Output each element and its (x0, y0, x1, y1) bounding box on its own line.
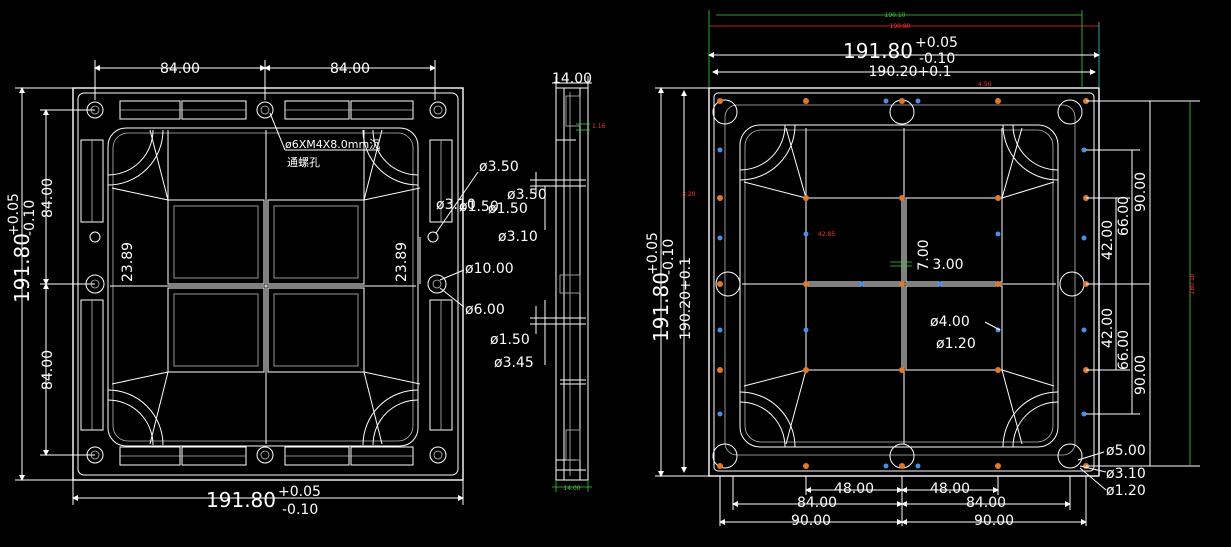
front-top-dimension: 84.00 84.00 (94, 60, 436, 100)
back-right-dim-6: 90.00 (1133, 355, 1149, 395)
back-corner-label-1: ø5.00 (1106, 443, 1146, 459)
back-right-dimensions: 90.00 66.00 42.00 42.00 66.00 90.00 180.… (1086, 100, 1200, 467)
front-hole-label-1: ø3.50 (479, 159, 519, 175)
front-hole-pitch-labels: 23.89 23.89 (107, 237, 421, 284)
back-bottom-dim-48-right: 48.00 (930, 481, 970, 497)
front-left-dim-tol-lower: -0.10 (22, 200, 38, 236)
screw-note-text: ø6XM4X8.0mm沉 (285, 138, 380, 151)
front-left-dim-base: 191.80 (10, 233, 34, 303)
front-hole-labels: ø3.50 ø10.00 ø6.00 (435, 159, 519, 318)
back-bottom-dim-90-left: 90.00 (791, 513, 831, 529)
back-right-dim-5: 66.00 (1116, 330, 1132, 370)
back-red-label-3: 42.85 (818, 231, 835, 238)
back-corner-label-2: ø3.10 (1106, 466, 1146, 482)
front-top-dim-left: 84.00 (160, 61, 200, 77)
back-top-green-dim: 190.10 (885, 12, 906, 19)
side-view: 14.00 14.00 1.16 ø1.50 ø3.10 ø1.50 ø3.45 (488, 71, 606, 492)
back-center-label-1: 7.00 (916, 239, 932, 270)
back-center-label-4: ø1.20 (936, 336, 976, 352)
front-side-slots (80, 139, 453, 431)
back-left-dimensions: 191.80 +0.05 -0.10 190.20+0.1 (645, 87, 709, 477)
front-hole-label-3: ø3.10 (436, 197, 476, 213)
back-top-red-dim: 190.80 (890, 23, 911, 30)
back-left-dim-base: 191.80 (649, 272, 673, 342)
back-small-red-labels: 4.50 3.20 42.85 (682, 81, 992, 238)
side-profile (555, 87, 589, 481)
front-left-seg-top: 84.00 (40, 178, 56, 218)
back-left-dim-tol-upper: +0.05 (645, 232, 661, 275)
side-label-1: ø3.50 (507, 187, 547, 203)
back-top-dim-tol-lower: -0.10 (919, 51, 955, 67)
back-right-dim-4: 42.00 (1100, 308, 1116, 348)
back-top-dim2: 190.20+0.1 (869, 64, 952, 80)
back-bottom-dim-84-left: 84.00 (797, 495, 837, 511)
front-left-seg-bottom: 84.00 (40, 350, 56, 390)
front-top-slots (119, 100, 414, 466)
back-left-dim-tol-lower: -0.10 (661, 239, 677, 275)
side-red-label: 1.16 (592, 123, 606, 130)
side-top-dim: 14.00 (552, 71, 592, 87)
front-hole-label-2: ø1.50 (459, 199, 499, 215)
front-pitch-right: 23.89 (394, 242, 410, 282)
back-top-dim-tol-upper: +0.05 (915, 35, 958, 51)
front-bottom-dim-base: 191.80 (206, 488, 276, 512)
front-center-grid (110, 129, 421, 445)
back-bottom-dim-48-left: 48.00 (834, 481, 874, 497)
back-left-dim2: 190.20+0.1 (678, 257, 694, 340)
back-top-dim-base: 191.80 (843, 39, 913, 63)
back-corner-labels: ø5.00 ø3.10 ø1.20 (1077, 443, 1146, 499)
back-bottom-dimensions: 48.00 48.00 84.00 84.00 90.00 90.00 (719, 476, 1087, 529)
back-right-dim-1: 90.00 (1133, 172, 1149, 212)
front-view: 84.00 84.00 191.80 +0.05 -0.10 191.80 +0… (6, 60, 519, 518)
front-inner-panel (107, 127, 419, 447)
back-red-label-2: 3.20 (682, 191, 696, 198)
back-right-dim-3: 42.00 (1100, 220, 1116, 260)
back-top-dimensions: 190.10 190.80 191.80 +0.05 -0.10 190.20+… (708, 10, 1100, 88)
back-center-label-3: ø4.00 (930, 314, 970, 330)
back-corner-label-3: ø1.20 (1106, 483, 1146, 499)
back-center-grid (742, 127, 1056, 445)
side-label-3: ø3.10 (498, 229, 538, 245)
front-left-dimension: 191.80 +0.05 -0.10 84.00 84.00 (6, 87, 95, 481)
front-pitch-left: 23.89 (120, 242, 136, 282)
back-bottom-dim-84-right: 84.00 (966, 495, 1006, 511)
back-red-label-1: 4.50 (978, 81, 992, 88)
back-center-labels: 7.00 3.00 ø4.00 ø1.20 (890, 239, 1001, 352)
side-bottom-dim: 14.00 (563, 485, 580, 492)
front-corner-arcs (107, 129, 419, 446)
side-label-4: ø1.50 (490, 332, 530, 348)
back-corner-arcs (739, 124, 1059, 448)
front-screw-note: ø6XM4X8.0mm沉 通螺孔 (269, 112, 380, 169)
back-center-label-2: 3.00 (932, 257, 963, 273)
front-bottom-dimension: 191.80 +0.05 -0.10 (72, 480, 464, 518)
side-hole-dims: ø1.50 ø3.10 ø1.50 ø3.45 (488, 172, 556, 371)
front-hole-label-5: ø6.00 (465, 302, 505, 318)
front-top-dim-right: 84.00 (330, 61, 370, 77)
back-bottom-dim-90-right: 90.00 (974, 513, 1014, 529)
side-label-2: ø1.50 (488, 201, 528, 217)
back-bosses (712, 99, 1085, 469)
front-hole-label-4: ø10.00 (465, 261, 514, 277)
back-right-red-dim: 180.10 (1189, 273, 1196, 294)
back-orange-holes (717, 98, 1089, 469)
screw-note-sub: 通螺孔 (287, 156, 320, 169)
front-bottom-dim-tol-lower: -0.10 (282, 502, 318, 518)
back-right-dim-2: 66.00 (1116, 196, 1132, 236)
back-view: 190.10 190.80 191.80 +0.05 -0.10 190.20+… (645, 10, 1200, 529)
front-left-dim-tol-upper: +0.05 (6, 193, 22, 236)
front-bottom-dim-tol-upper: +0.05 (278, 484, 321, 500)
side-label-5: ø3.45 (494, 355, 534, 371)
back-outer-frame (708, 87, 1100, 477)
